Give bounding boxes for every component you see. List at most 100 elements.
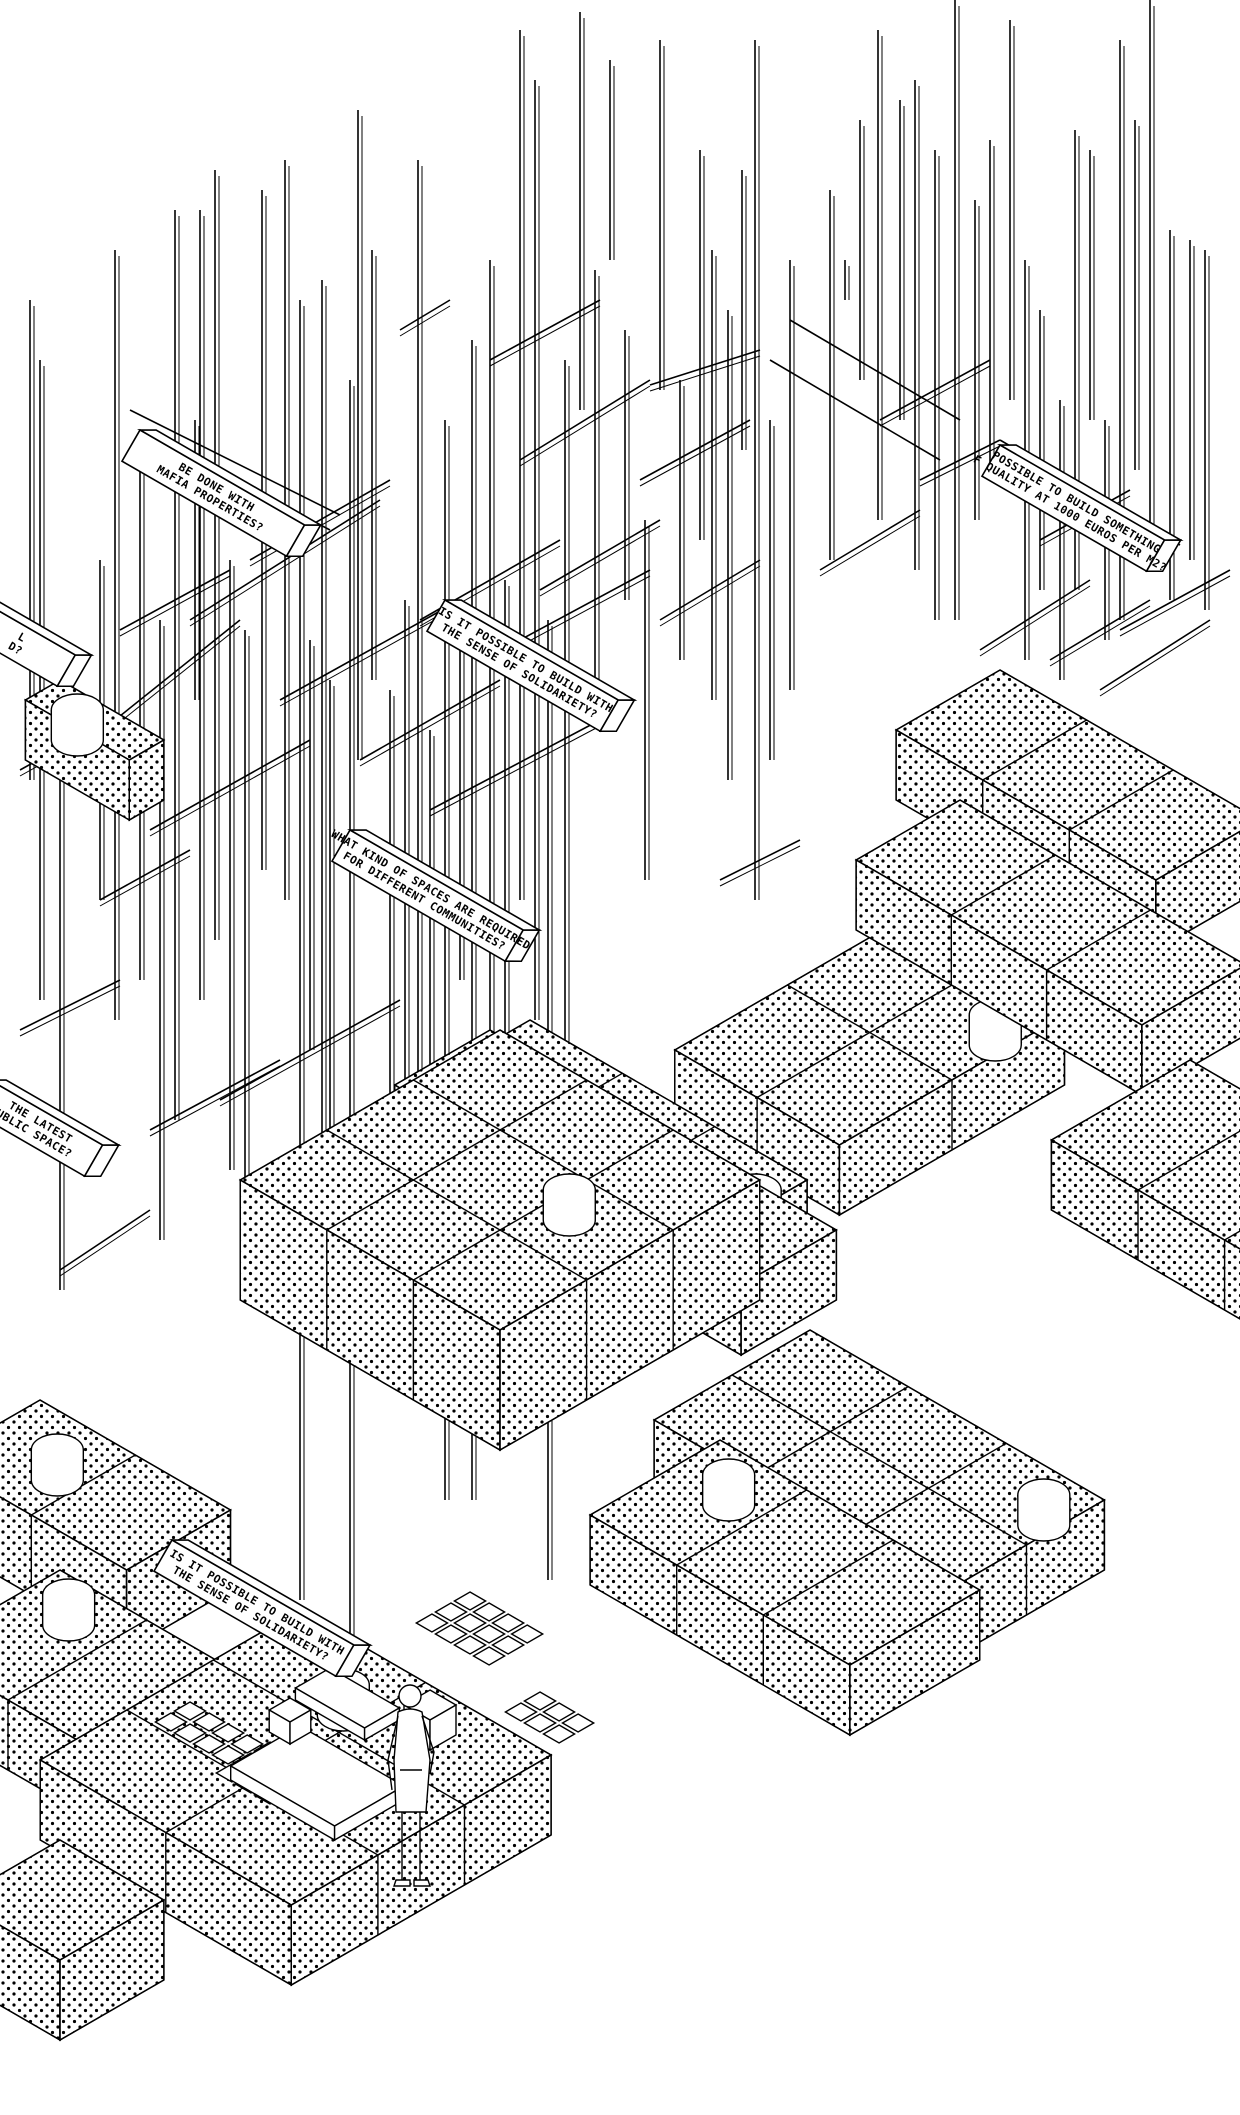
rail-28 (1049, 599, 1151, 661)
rail-edge-31 (399, 305, 451, 337)
rail-edge-14 (59, 1215, 151, 1277)
block-left-b-seam-1 (7, 1619, 147, 1770)
rail-32 (649, 349, 761, 386)
tile-grid-right-tile-2-1 (542, 1724, 576, 1744)
cube-right-face-2 (429, 1703, 457, 1752)
standing-person-icon (387, 1684, 435, 1887)
sign-communities-top (346, 829, 543, 931)
diag-rail-2 (769, 359, 941, 461)
tile-grid-right (504, 1691, 596, 1744)
platform-lower (229, 1725, 406, 1842)
rail-21 (659, 559, 761, 621)
block-mid-notch-wall (1017, 1495, 1071, 1542)
sign-cost-line-0: POSSIBLE TO BUILD SOMETHING (990, 449, 1163, 556)
tile-grid-left-tile-0-1 (154, 1712, 188, 1732)
rail-14 (59, 1209, 151, 1271)
person-arm-right (421, 1715, 435, 1775)
tile-grid-upper-tile-0-0 (452, 1591, 488, 1611)
block-left-a-notch-wall (30, 1450, 85, 1497)
rail-1 (19, 979, 121, 1031)
rail-edge-11 (519, 575, 651, 647)
tile-grid-upper-tile-1-1 (452, 1613, 488, 1633)
tile-grid-right-tile-1-0 (542, 1702, 576, 1722)
block-center-face-2 (740, 1228, 838, 1357)
sign-left-cut-top (0, 599, 95, 656)
cube-left (267, 1697, 313, 1746)
block-bottom-left (0, 1839, 166, 2042)
rail-18 (519, 379, 651, 461)
rail-edge-4 (149, 745, 311, 837)
block-right-lower-face-0 (1049, 1059, 1240, 1250)
rail-29 (1099, 619, 1211, 691)
sign-public-top (0, 1079, 122, 1146)
tile-grid-upper-tile-0-1 (434, 1602, 468, 1622)
tile-grid-left-tile-3-1 (211, 1745, 246, 1765)
tile-grid-upper-tile-2-1 (472, 1624, 506, 1644)
person-arm-left (387, 1715, 399, 1791)
floor-grids (154, 1591, 596, 1842)
tile-grid-left-tile-2-0 (211, 1723, 246, 1743)
block-upper-right-seam-1 (756, 966, 983, 1168)
rail-edge-24 (879, 365, 991, 427)
block-right-lower-seam-1 (1137, 1130, 1240, 1260)
diag-rail-0 (129, 409, 341, 516)
rail-5 (189, 499, 381, 621)
tile-grid-left-tile-2-1 (192, 1734, 226, 1754)
block-right-lower-seam-2 (1223, 1230, 1240, 1310)
person-body (393, 1708, 431, 1813)
rail-31 (399, 299, 451, 331)
sign-cost-top (996, 444, 1184, 541)
tile-grid-left-tile-1-0 (192, 1712, 226, 1732)
rail-30 (1119, 569, 1231, 631)
rail-17 (489, 299, 601, 361)
rail-edge-22 (719, 845, 801, 887)
tile-grid-upper-tile-1-0 (472, 1602, 506, 1622)
rail-2 (99, 849, 191, 901)
sign-solidarity-upper-line-0: IS IT POSSIBLE TO BUILD WITH (436, 604, 615, 715)
block-right-long-seam-1 (950, 854, 1056, 985)
rail-edge-15 (219, 1005, 401, 1107)
sign-solidarity-lower-top (168, 1539, 373, 1646)
sign-left-cut: LD? (0, 598, 95, 688)
rail-edge-18 (519, 385, 651, 467)
rail-edge-30 (1119, 575, 1231, 637)
rail-edge-32 (649, 355, 761, 392)
rail-26 (979, 579, 1091, 651)
block-far-right-top-notch-wall (50, 710, 105, 757)
block-mid-front-face-2 (849, 1588, 981, 1737)
rail-edge-28 (1049, 605, 1151, 667)
rail-12 (429, 719, 601, 811)
rail-edge-19 (539, 525, 661, 597)
block-upper-right-dseam-1 (787, 984, 953, 1150)
tile-grid-upper-tile-3-0 (510, 1624, 545, 1644)
dotted-blocks (0, 669, 1240, 2042)
sign-left-cut-line-1: D? (6, 640, 25, 658)
rail-20 (639, 419, 751, 481)
block-big-top (238, 1029, 762, 1452)
tile-grid-upper-tile-2-0 (491, 1613, 526, 1633)
sign-mafia-top (136, 429, 324, 526)
cube-left-face-2 (289, 1708, 312, 1746)
tile-grid-upper-tile-3-1 (491, 1635, 526, 1655)
block-right-long-seam-2 (1045, 909, 1151, 1040)
rail-edge-21 (659, 565, 761, 627)
person-head (398, 1684, 422, 1708)
rail-4 (149, 739, 311, 831)
rail-15 (219, 999, 401, 1101)
block-far-right-top (24, 679, 166, 822)
rail-8 (279, 599, 461, 701)
tile-grid-left-tile-1-1 (172, 1723, 208, 1743)
tile-grid-left (154, 1701, 265, 1765)
block-big-top-notch-wall (542, 1190, 596, 1237)
rail-edge-20 (639, 425, 751, 487)
rail-edge-29 (1099, 625, 1211, 697)
sign-solidarity-upper-top (441, 599, 638, 701)
tile-grid-right-tile-0-1 (504, 1702, 538, 1722)
block-left-b-notch-wall (41, 1595, 96, 1642)
rail-edge-5 (189, 505, 381, 627)
block-mid-dseam-1 (731, 1374, 1028, 1615)
block-mid-front-seam-1 (676, 1489, 807, 1635)
